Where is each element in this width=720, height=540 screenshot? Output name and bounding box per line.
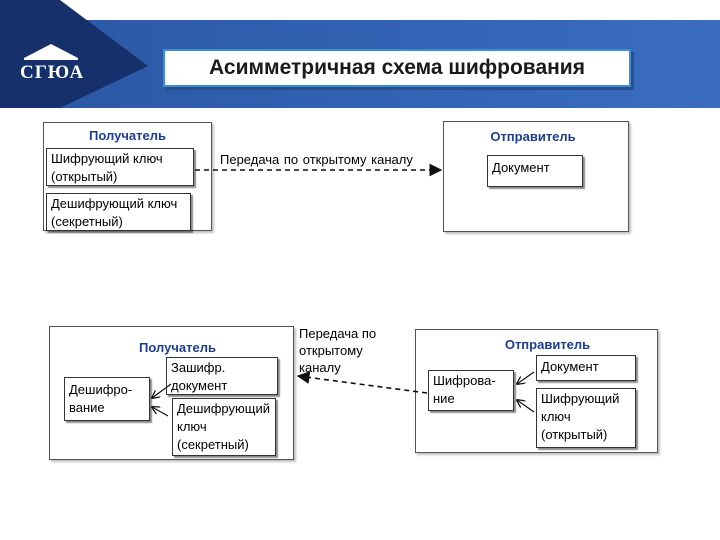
- encrypt-key-box-top: Шифрующий ключ (открытый): [46, 148, 194, 186]
- building-logo-icon: [24, 44, 78, 60]
- logo-text: СГЮА: [20, 62, 85, 83]
- page-title: Асимметричная схема шифрования: [209, 56, 585, 79]
- document-box-top: Документ: [487, 155, 583, 187]
- sender-heading-top: Отправитель: [490, 129, 576, 144]
- receiver-heading-top: Получатель: [89, 128, 166, 143]
- sender-heading-bottom: Отправитель: [504, 337, 591, 352]
- channel-label-top: Передача по открытому каналу: [220, 152, 413, 167]
- encrypt-key-box-bottom: Шифрующий ключ (открытый): [536, 388, 636, 448]
- encryption-box-bottom: Шифрова-ние: [428, 370, 514, 411]
- document-box-bottom: Документ: [536, 355, 636, 381]
- receiver-heading-bottom: Получатель: [139, 340, 216, 355]
- key-to-decrypt-arrow: [152, 407, 169, 417]
- title-frame: [163, 49, 631, 87]
- decrypt-key-box-bottom: Дешифрующий ключ (секретный): [172, 398, 276, 456]
- encrypted-doc-box-bottom: Зашифр. документ: [166, 357, 278, 395]
- doc-to-encrypt-arrow: [517, 371, 535, 384]
- decrypt-key-box-top: Дешифрующий ключ (секретный): [46, 193, 191, 231]
- key-to-encrypt-arrow: [517, 400, 535, 413]
- doc-to-decrypt-arrow: [152, 383, 172, 398]
- transfer-arrow-bottom: [296, 371, 428, 394]
- decryption-box-bottom: Дешифро-вание: [64, 377, 150, 421]
